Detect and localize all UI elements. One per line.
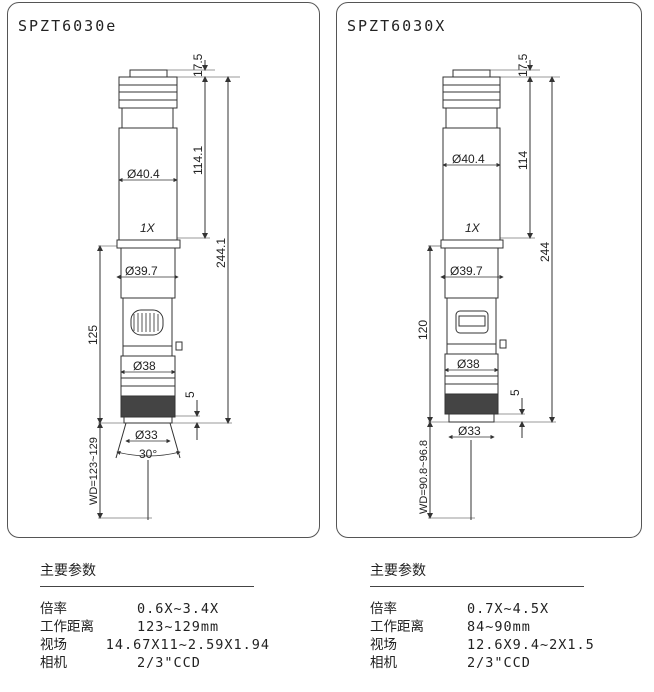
lens-panel-right: SPZT6030X — [336, 2, 642, 538]
spec-row: 视场 14.67X11~2.59X1.94 — [40, 636, 270, 654]
spec-label: 视场 — [370, 637, 397, 653]
spec-table-right: 主要参数 倍率 0.7X~4.5X 工作距离 84~90mm 视场 12.6X9.4~… — [370, 560, 600, 672]
spec-table-left: 主要参数 倍率 0.6X~3.4X 工作距离 123~129mm 视场 14.67X1… — [40, 560, 270, 672]
spec-label: 倍率 — [370, 601, 397, 617]
spec-row: 倍率 0.7X~4.5X — [370, 600, 600, 618]
spec-value: 12.6X9.4~2X1.5 — [467, 637, 595, 653]
spec-row: 倍率 0.6X~3.4X — [40, 600, 270, 618]
spec-row: 视场 12.6X9.4~2X1.5 — [370, 636, 600, 654]
lens-drawing-left — [97, 60, 240, 520]
diameter-label: Ø40.4 — [452, 152, 485, 166]
lens-drawings: Ø40.4 1X Ø39.7 Ø38 Ø33 30° 17.5 114.1 24… — [86, 53, 560, 520]
spec-label: 工作距离 — [40, 619, 94, 635]
spec-row: 相机 2/3"CCD — [370, 654, 600, 672]
diameter-label: Ø40.4 — [127, 167, 160, 181]
spec-label: 相机 — [370, 655, 397, 671]
spec-value: 84~90mm — [467, 619, 531, 635]
dim-label: 114 — [516, 151, 530, 170]
diameter-label: Ø39.7 — [450, 264, 483, 278]
diameter-label: Ø33 — [458, 424, 481, 438]
model-title: SPZT6030X — [347, 17, 447, 35]
model-title: SPZT6030e — [18, 17, 118, 35]
dim-label: 244 — [538, 242, 552, 262]
dim-label: 125 — [86, 325, 100, 345]
diameter-label: Ø38 — [133, 359, 156, 373]
diameter-label: Ø39.7 — [125, 264, 158, 278]
dim-label: 5 — [183, 391, 197, 398]
dim-label: 5 — [508, 389, 522, 396]
spec-value: 14.67X11~2.59X1.94 — [105, 637, 270, 653]
dim-label: 120 — [416, 320, 430, 340]
spec-value: 2/3"CCD — [467, 655, 531, 671]
spec-label: 工作距离 — [370, 619, 424, 635]
spec-label: 相机 — [40, 655, 67, 671]
spec-value: 0.7X~4.5X — [467, 601, 550, 617]
spec-heading: 主要参数 — [370, 560, 584, 587]
spec-value: 0.6X~3.4X — [137, 601, 220, 617]
dim-label: 17.5 — [516, 53, 530, 77]
dim-label: WD=90.8~96.8 — [418, 440, 430, 514]
dim-label: 114.1 — [191, 146, 205, 175]
dim-label: WD=123~129 — [88, 437, 100, 505]
spec-row: 工作距离 123~129mm — [40, 618, 270, 636]
lens-panel-left: SPZT6030e — [7, 2, 320, 538]
spec-value: 2/3"CCD — [137, 655, 201, 671]
dim-label: 17.5 — [191, 53, 205, 77]
diameter-label: Ø38 — [457, 357, 480, 371]
magnification-mark: 1X — [465, 221, 481, 235]
spec-value: 123~129mm — [137, 619, 220, 635]
lens-drawing-right — [427, 60, 560, 520]
dim-label: 244.1 — [214, 238, 228, 268]
diameter-label: Ø33 — [135, 428, 158, 442]
angle-label: 30° — [139, 447, 157, 461]
spec-label: 视场 — [40, 637, 67, 653]
spec-label: 倍率 — [40, 601, 67, 617]
spec-row: 工作距离 84~90mm — [370, 618, 600, 636]
spec-row: 相机 2/3"CCD — [40, 654, 270, 672]
spec-heading: 主要参数 — [40, 560, 254, 587]
magnification-mark: 1X — [140, 221, 156, 235]
